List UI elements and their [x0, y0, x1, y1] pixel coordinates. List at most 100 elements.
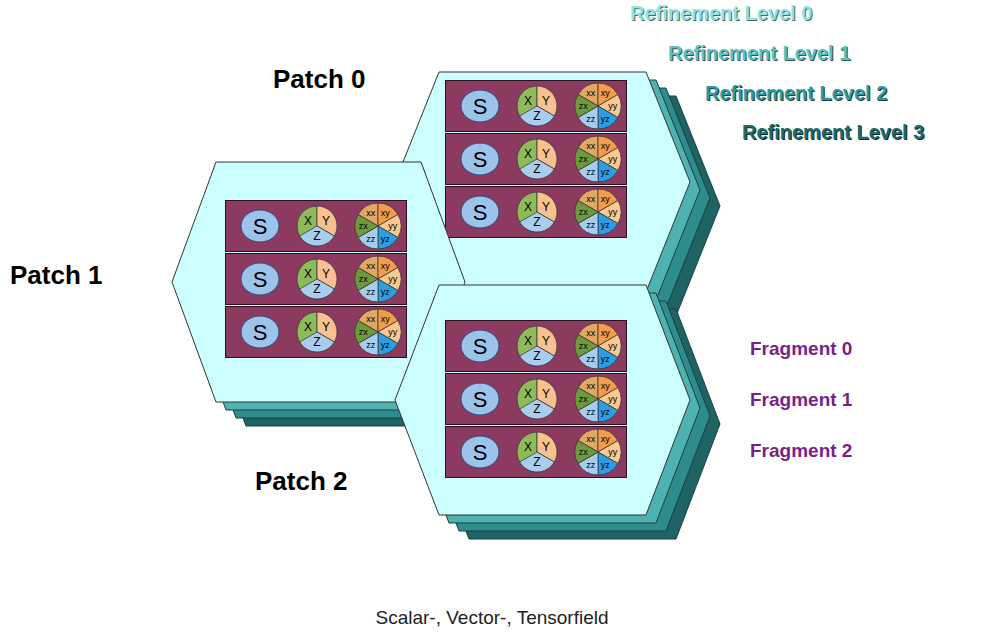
- node-text: xy: [381, 315, 390, 324]
- vector-slice: [520, 452, 555, 472]
- vector-slice: [300, 279, 335, 299]
- tensor-field-pie: xxxyyyyzzzzx: [354, 308, 402, 356]
- node-text: zz: [366, 340, 375, 349]
- node-text: X: [304, 321, 312, 333]
- node-text: xx: [586, 142, 595, 151]
- hexagon: [395, 285, 690, 515]
- scalar-ellipse: [241, 263, 279, 295]
- tensor-field-pie: xxxyyyyzzzzx: [574, 428, 622, 476]
- scalar-ellipse: [461, 196, 499, 228]
- node-text: xx: [586, 329, 595, 338]
- scalar-ellipse: [461, 436, 499, 468]
- node-text: Z: [313, 230, 320, 242]
- node-text: Z: [533, 216, 540, 228]
- node-text: S: [473, 336, 488, 358]
- node-text: xx: [586, 89, 595, 98]
- node-text: xx: [366, 209, 375, 218]
- scalar-field-circle: S: [460, 329, 500, 363]
- node-text: Y: [322, 268, 330, 280]
- node-text: X: [524, 95, 532, 107]
- node-text: xy: [381, 262, 390, 271]
- node-text: yz: [601, 114, 610, 123]
- node-text: yz: [601, 220, 610, 229]
- node-text: Patch 1: [10, 262, 103, 288]
- node-text: Z: [533, 403, 540, 415]
- node-text: S: [473, 442, 488, 464]
- fragment-label: Fragment 1: [750, 390, 852, 411]
- vector-slice: [300, 332, 335, 352]
- node-text: yy: [608, 155, 617, 164]
- node-text: Z: [533, 456, 540, 468]
- tensor-field-pie: xxxyyyyzzzzx: [574, 322, 622, 370]
- node-text: Z: [313, 283, 320, 295]
- node-text: S: [473, 202, 488, 224]
- node-text: Z: [533, 350, 540, 362]
- tensor-field-pie: xxxyyyyzzzzx: [574, 375, 622, 423]
- node-text: S: [253, 322, 268, 344]
- vector-field-pie: XYZ: [516, 325, 558, 367]
- node-text: X: [304, 268, 312, 280]
- refinement-level-label: Refinement Level 2: [705, 82, 887, 104]
- node-text: Z: [533, 110, 540, 122]
- node-text: yz: [601, 167, 610, 176]
- node-text: Z: [533, 163, 540, 175]
- node-text: zx: [359, 222, 368, 231]
- scalar-ellipse: [241, 210, 279, 242]
- node-text: Y: [542, 148, 550, 160]
- tensor-field-pie: xxxyyyyzzzzx: [354, 202, 402, 250]
- vector-slice: [300, 226, 335, 246]
- node-text: S: [253, 216, 268, 238]
- node-text: yz: [601, 354, 610, 363]
- node-text: S: [473, 149, 488, 171]
- vector-slice: [520, 399, 555, 419]
- node-text: yy: [608, 448, 617, 457]
- node-text: Z: [313, 336, 320, 348]
- scalar-ellipse: [241, 316, 279, 348]
- node-text: S: [473, 389, 488, 411]
- vector-slice: [520, 159, 555, 179]
- scalar-field-circle: S: [460, 195, 500, 229]
- caption: Scalar-, Vector-, Tensorfield: [375, 608, 608, 629]
- node-text: zx: [359, 275, 368, 284]
- refinement-level-label: Refinement Level 3: [742, 121, 924, 143]
- node-text: zz: [586, 354, 595, 363]
- scalar-ellipse: [461, 383, 499, 415]
- vector-slice: [520, 212, 555, 232]
- vector-slice: [520, 346, 555, 366]
- patch-hexagon: Patch 2SXYZxxxyyyyzzzzxSXYZxxxyyyyzzzzxS…: [395, 285, 690, 515]
- node-text: zz: [586, 407, 595, 416]
- node-text: Y: [322, 215, 330, 227]
- vector-field-pie: XYZ: [516, 378, 558, 420]
- tensor-field-pie: xxxyyyyzzzzx: [574, 82, 622, 130]
- node-text: yy: [608, 342, 617, 351]
- node-text: Y: [322, 321, 330, 333]
- scalar-field-circle: S: [460, 142, 500, 176]
- node-text: zz: [586, 460, 595, 469]
- node-text: X: [304, 215, 312, 227]
- node-text: yy: [608, 208, 617, 217]
- refinement-level-label: Refinement Level 0: [630, 2, 812, 24]
- node-text: xy: [381, 209, 390, 218]
- vector-field-pie: XYZ: [296, 311, 338, 353]
- node-text: yy: [388, 275, 397, 284]
- node-text: xx: [366, 262, 375, 271]
- node-text: X: [524, 335, 532, 347]
- node-text: yy: [388, 222, 397, 231]
- node-text: X: [524, 201, 532, 213]
- scalar-field-circle: S: [240, 315, 280, 349]
- node-text: zx: [579, 102, 588, 111]
- node-text: zz: [366, 234, 375, 243]
- node-text: yz: [381, 340, 390, 349]
- node-text: xy: [601, 435, 610, 444]
- vector-field-pie: XYZ: [516, 138, 558, 180]
- node-text: xx: [586, 382, 595, 391]
- node-text: xx: [586, 435, 595, 444]
- vector-field-pie: XYZ: [296, 258, 338, 300]
- scalar-field-circle: S: [240, 262, 280, 296]
- node-text: yz: [601, 460, 610, 469]
- node-text: zz: [366, 287, 375, 296]
- node-text: yy: [388, 328, 397, 337]
- refinement-level-label: Refinement Level 1: [668, 42, 850, 64]
- fragment-label: Fragment 0: [750, 339, 852, 360]
